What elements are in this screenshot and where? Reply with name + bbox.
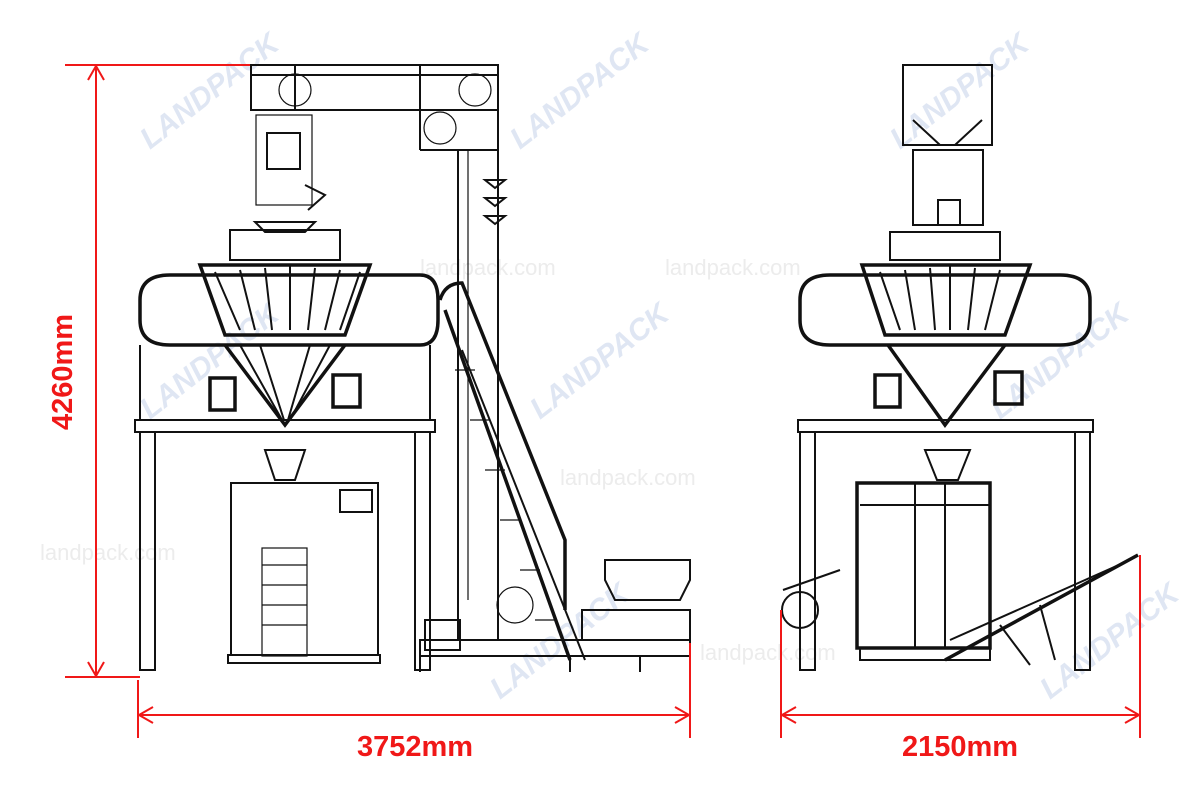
watermark-logo: LANDPACK	[134, 26, 287, 156]
side-width-label: 2150mm	[902, 731, 1018, 763]
support-platform	[134, 345, 436, 671]
side-support-platform	[797, 419, 1094, 671]
side-output-conveyor	[944, 553, 1139, 666]
watermark-site: landpack.com	[665, 255, 801, 280]
watermark-logo: LANDPACK	[504, 26, 657, 156]
watermark-site: landpack.com	[40, 540, 176, 565]
vertical-packing-machine	[227, 449, 381, 664]
access-stairs	[438, 281, 586, 661]
watermark-logo: LANDPACK	[524, 296, 677, 426]
elevator-top-frame	[250, 64, 499, 151]
watermark-site: landpack.com	[560, 465, 696, 490]
watermark-logo: LANDPACK	[1034, 576, 1187, 706]
front-width-dimension: 3752mm	[136, 643, 692, 763]
height-label: 4260mm	[47, 314, 79, 430]
feeder-chute	[255, 114, 327, 211]
side-feed-hopper	[902, 64, 993, 226]
side-packing-machine	[781, 449, 992, 661]
watermark-site: landpack.com	[420, 255, 556, 280]
watermark-logo: LANDPACK	[884, 26, 1037, 156]
side-view	[781, 64, 1139, 671]
side-multihead-weigher	[798, 231, 1092, 428]
side-width-dimension: 2150mm	[779, 555, 1142, 763]
watermark-site: landpack.com	[700, 640, 836, 665]
multihead-weigher	[138, 221, 440, 428]
front-width-label: 3752mm	[357, 731, 473, 763]
front-view	[134, 64, 691, 672]
watermark-logo: LANDPACK	[984, 296, 1137, 426]
height-dimension: 4260mm	[47, 63, 250, 679]
watermark-layer: LANDPACK LANDPACK LANDPACK LANDPACK LANDPACK…	[40, 26, 1187, 706]
